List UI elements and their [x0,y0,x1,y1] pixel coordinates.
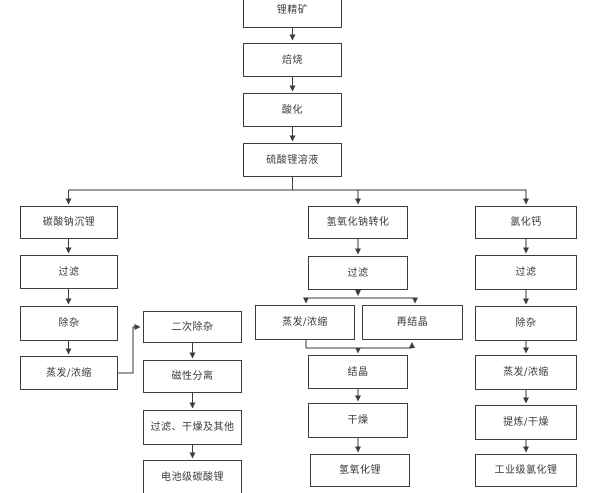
node-magnetic-separation: 磁性分离 [143,360,242,393]
node-chloride-filtration: 过滤 [475,255,577,290]
node-industrial-grade-lithium-chloride: 工业级氯化锂 [475,454,577,487]
node-drying: 干燥 [308,403,408,438]
node-recrystallization: 再结晶 [362,305,463,340]
node-roasting: 焙烧 [243,43,342,77]
node-carbonate-filtration: 过滤 [20,255,118,289]
node-filtration-drying-others: 过滤、干燥及其他 [143,410,242,445]
node-chloride-impurity-removal: 除杂 [475,306,577,341]
node-sodium-hydroxide-conversion: 氢氧化钠转化 [308,206,408,239]
node-carbonate-impurity-removal: 除杂 [20,306,118,341]
node-lithium-concentrate: 锂精矿 [243,0,342,28]
node-battery-grade-lithium-carbonate: 电池级碳酸锂 [143,460,242,493]
node-hydroxide-filtration: 过滤 [308,256,408,290]
node-lithium-hydroxide: 氢氧化锂 [310,454,410,487]
node-secondary-impurity-removal: 二次除杂 [143,311,242,343]
node-carbonate-evaporation-concentration: 蒸发/浓缩 [20,356,118,390]
node-refining-drying: 提炼/干燥 [475,405,577,440]
node-crystallization: 结晶 [308,355,408,389]
node-acidification: 酸化 [243,93,342,127]
node-lithium-sulfate-solution: 硫酸锂溶液 [243,143,342,177]
node-sodium-carbonate-precipitation: 碳酸钠沉锂 [20,206,118,239]
node-calcium-chloride: 氯化钙 [475,206,577,239]
node-chloride-evaporation-concentration: 蒸发/浓缩 [475,355,577,390]
edge-evaporation-to-secondary [118,324,141,374]
node-hydroxide-evaporation-concentration: 蒸发/浓缩 [255,305,355,340]
